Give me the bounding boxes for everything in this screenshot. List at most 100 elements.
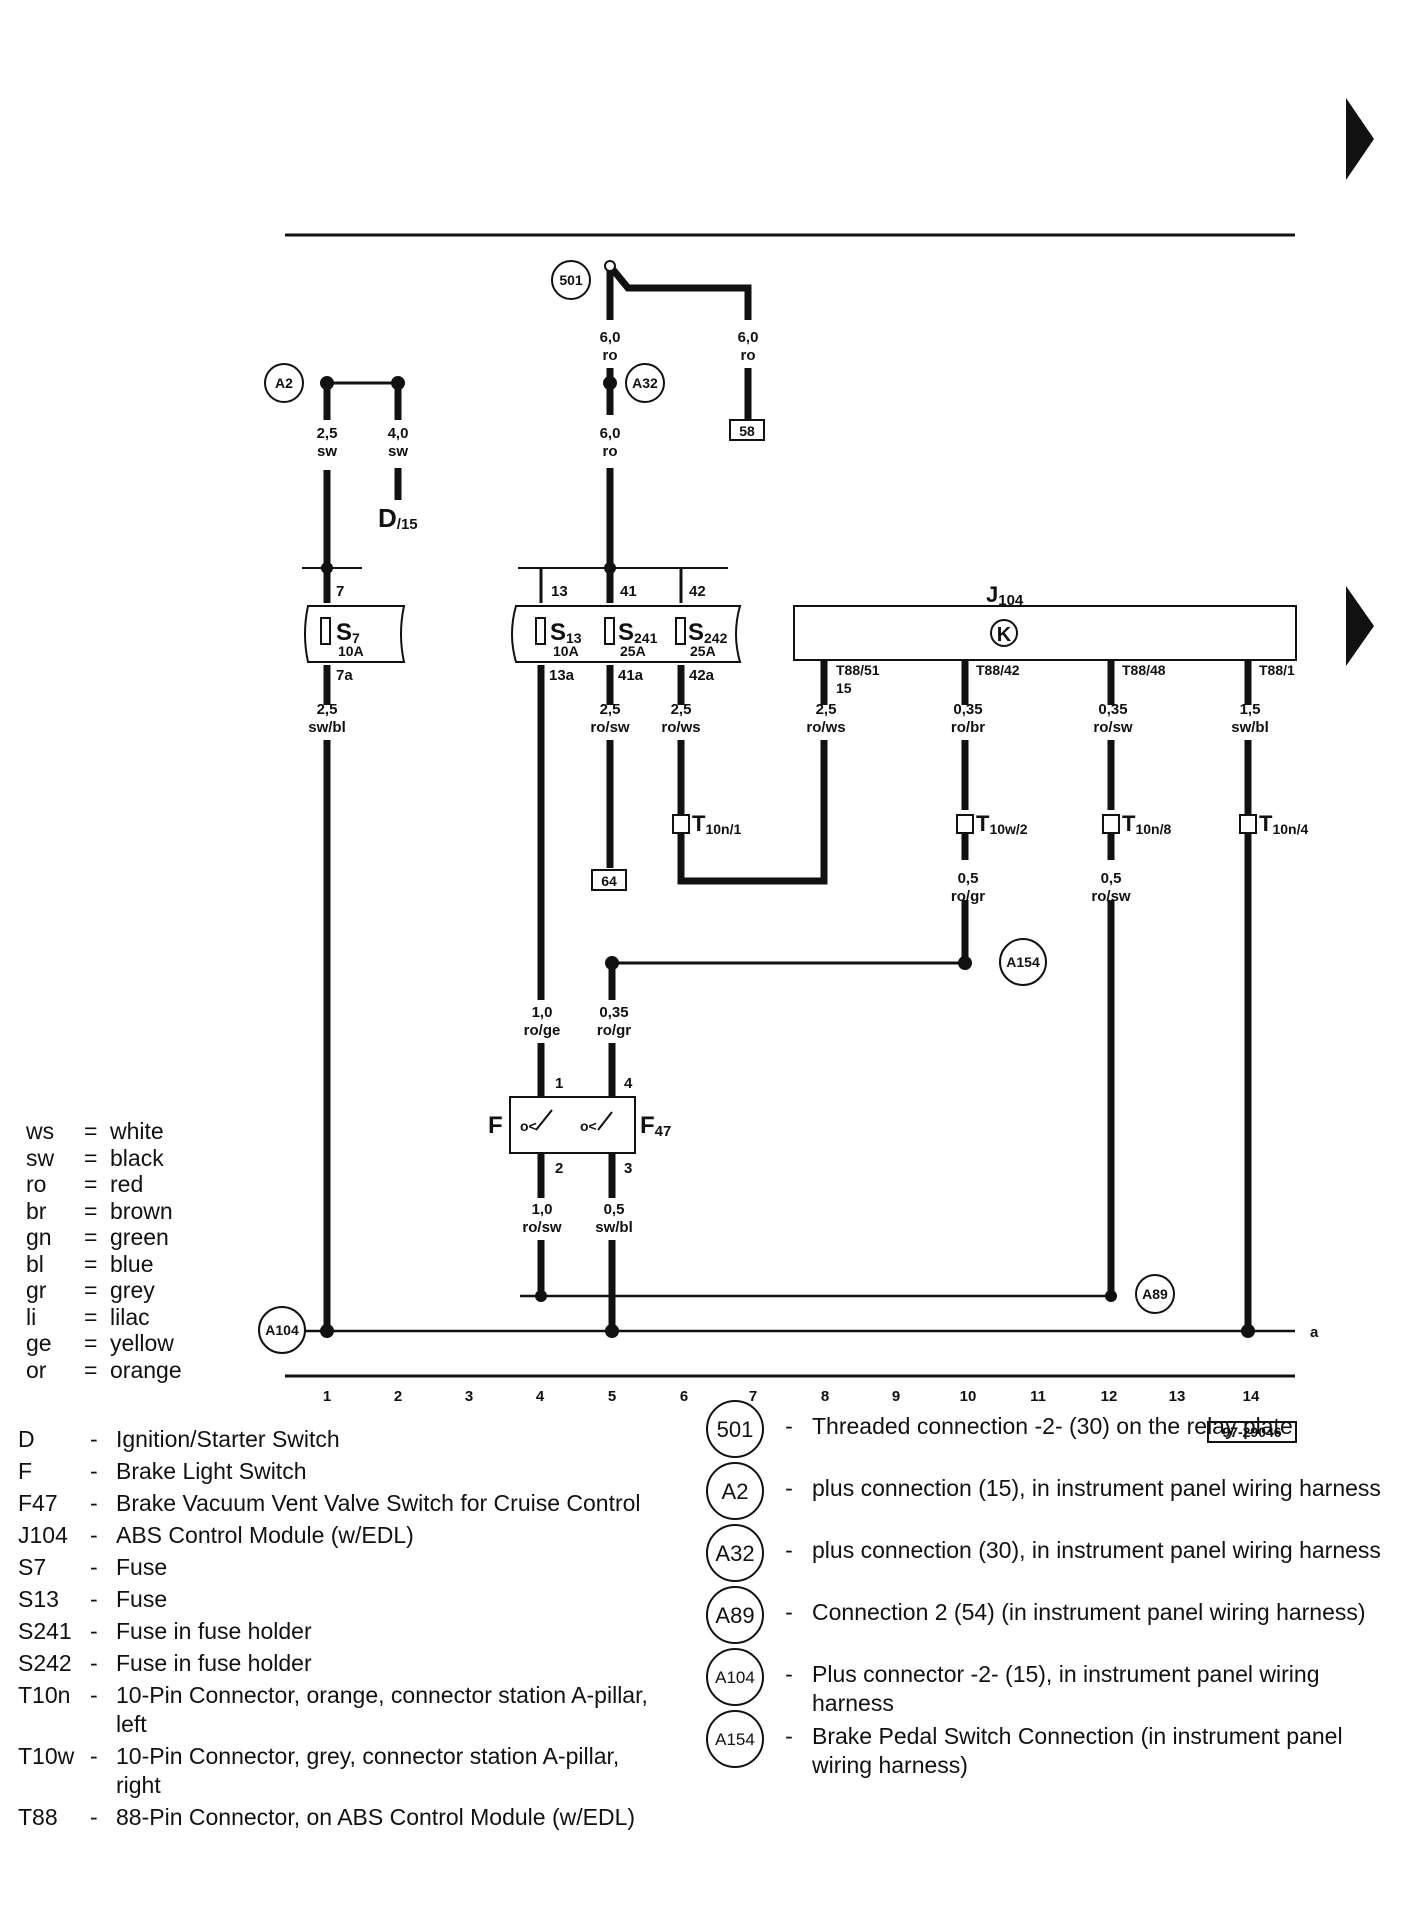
t10n1-sub: 10n/1 xyxy=(705,821,741,837)
s7-pin-in: 7 xyxy=(336,583,344,600)
w-a32-size: 6,0 xyxy=(600,425,621,442)
terminal-501-open xyxy=(604,260,616,272)
junction-a89-right xyxy=(1105,1290,1117,1302)
w-501-1-color: ro xyxy=(603,347,618,364)
svg-text:T10n/1: T10n/1 xyxy=(692,811,741,837)
connection-key-row: A2-plus connection (15), in instrument p… xyxy=(706,1462,1406,1532)
equals-sign: = xyxy=(84,1330,98,1356)
svg-text:6,0ro: 6,0ro xyxy=(738,329,759,364)
node-a32-circle[interactable] xyxy=(625,363,665,403)
track-number: 4 xyxy=(536,1388,545,1405)
svg-text:2,5sw/bl: 2,5sw/bl xyxy=(308,701,346,736)
conn-t10n4-symbol[interactable] xyxy=(1239,814,1257,834)
svg-text:T10n/4: T10n/4 xyxy=(1259,811,1308,837)
continue-arrow-top[interactable] xyxy=(1346,98,1374,180)
w-t88-48-size: 0,35 xyxy=(1098,701,1127,718)
equals-sign: = xyxy=(84,1197,98,1224)
node-a154-circle[interactable] xyxy=(999,938,1047,986)
junction-s241-rail xyxy=(604,562,616,574)
fuse-s242-element[interactable] xyxy=(675,617,686,645)
color-name: red xyxy=(110,1171,144,1197)
node-a2-circle[interactable] xyxy=(264,363,304,403)
svg-text:S242: S242 xyxy=(688,619,728,646)
w-501-1-size: 6,0 xyxy=(600,329,621,346)
pin-t88-51-b: 15 xyxy=(836,680,852,696)
switch-f47-pin-4: 4 xyxy=(624,1075,633,1092)
terminal-64-box[interactable] xyxy=(591,869,627,891)
w-a2-1-size: 2,5 xyxy=(317,425,338,442)
w-f2-size: 1,0 xyxy=(532,1201,553,1218)
junction-a104-14 xyxy=(1241,1324,1255,1338)
w-t88-51-color: ro/ws xyxy=(806,719,845,736)
node-a89-circle[interactable] xyxy=(1135,1274,1175,1314)
terminal-58-box[interactable] xyxy=(729,419,765,441)
track-number: 5 xyxy=(608,1388,616,1405)
w-f3-color: sw/bl xyxy=(595,1219,633,1236)
fuse-box-s7 xyxy=(304,605,406,663)
w-t10n8-size: 0,5 xyxy=(1101,870,1122,887)
svg-text:S7: S7 xyxy=(336,619,360,646)
s241-pin-out: 41a xyxy=(618,667,644,684)
component-code: J104 xyxy=(18,1522,68,1548)
s241-name: S xyxy=(618,619,634,646)
j104-box[interactable] xyxy=(793,605,1297,661)
s7-name: S xyxy=(336,619,352,646)
track-number: 10 xyxy=(960,1388,977,1405)
switch-f-blade xyxy=(535,1109,553,1131)
t10n8-name: T xyxy=(1122,811,1136,836)
node-a104-circle[interactable] xyxy=(258,1306,306,1354)
t10w2-sub: 10w/2 xyxy=(989,821,1027,837)
conn-t10n8-symbol[interactable] xyxy=(1102,814,1120,834)
w-a2-1-color: sw xyxy=(317,443,337,460)
continue-arrow-mid[interactable] xyxy=(1346,586,1374,666)
equals-sign: = xyxy=(84,1303,98,1330)
w-a32-color: ro xyxy=(603,443,618,460)
dash: - xyxy=(90,1554,98,1580)
conn-t10n1-symbol[interactable] xyxy=(672,814,690,834)
track-number: 1 xyxy=(323,1388,331,1405)
color-legend-row: ws=white xyxy=(26,1118,182,1145)
switch-f-pin-2: 2 xyxy=(555,1160,563,1177)
svg-text:2,5ro/sw: 2,5ro/sw xyxy=(590,701,630,736)
component-key-row: S242-Fuse in fuse holder xyxy=(18,1649,658,1678)
fuse-s241-element[interactable] xyxy=(604,617,615,645)
switch-f47-actuator: o< xyxy=(580,1118,597,1134)
equals-sign: = xyxy=(84,1356,98,1383)
w-a2-2-size: 4,0 xyxy=(388,425,409,442)
component-key-row: T88-88-Pin Connector, on ABS Control Mod… xyxy=(18,1803,658,1832)
node-501-circle[interactable] xyxy=(551,260,591,300)
switch-f47-sub: 47 xyxy=(655,1123,672,1140)
node-a154-label: A154 xyxy=(1006,954,1040,970)
track-number: 2 xyxy=(394,1388,402,1405)
fuse-s7-element[interactable] xyxy=(320,617,331,645)
junctions xyxy=(320,376,1255,1338)
svg-text:0,5ro/sw: 0,5ro/sw xyxy=(1091,870,1131,905)
w-t88-51-size: 2,5 xyxy=(816,701,837,718)
w-7a-color: sw/bl xyxy=(308,719,346,736)
connection-code-circle: A89 xyxy=(706,1586,764,1644)
component-desc: Brake Vacuum Vent Valve Switch for Cruis… xyxy=(116,1490,641,1516)
t10n4-name: T xyxy=(1259,811,1273,836)
conn-t10w2-symbol[interactable] xyxy=(956,814,974,834)
fuse-s13-element[interactable] xyxy=(535,617,546,645)
brake-switch-box[interactable] xyxy=(509,1096,636,1154)
color-abbr: li xyxy=(26,1303,37,1330)
svg-text:S13: S13 xyxy=(550,619,582,646)
dash: - xyxy=(785,1413,793,1439)
connection-desc: plus connection (15), in instrument pane… xyxy=(812,1475,1381,1501)
w-a154-color: ro/gr xyxy=(597,1022,631,1039)
dash: - xyxy=(90,1458,98,1484)
track-number: 11 xyxy=(1030,1388,1046,1405)
equals-sign: = xyxy=(84,1250,98,1277)
connection-code-circle: A154 xyxy=(706,1710,764,1768)
component-code: T88 xyxy=(18,1804,58,1830)
node-a89-label: A89 xyxy=(1142,1286,1168,1302)
w-501-2-size: 6,0 xyxy=(738,329,759,346)
component-desc: Fuse in fuse holder xyxy=(116,1650,312,1676)
svg-text:2,5ro/ws: 2,5ro/ws xyxy=(806,701,845,736)
dash: - xyxy=(785,1723,793,1749)
component-key-row: D-Ignition/Starter Switch xyxy=(18,1425,658,1454)
